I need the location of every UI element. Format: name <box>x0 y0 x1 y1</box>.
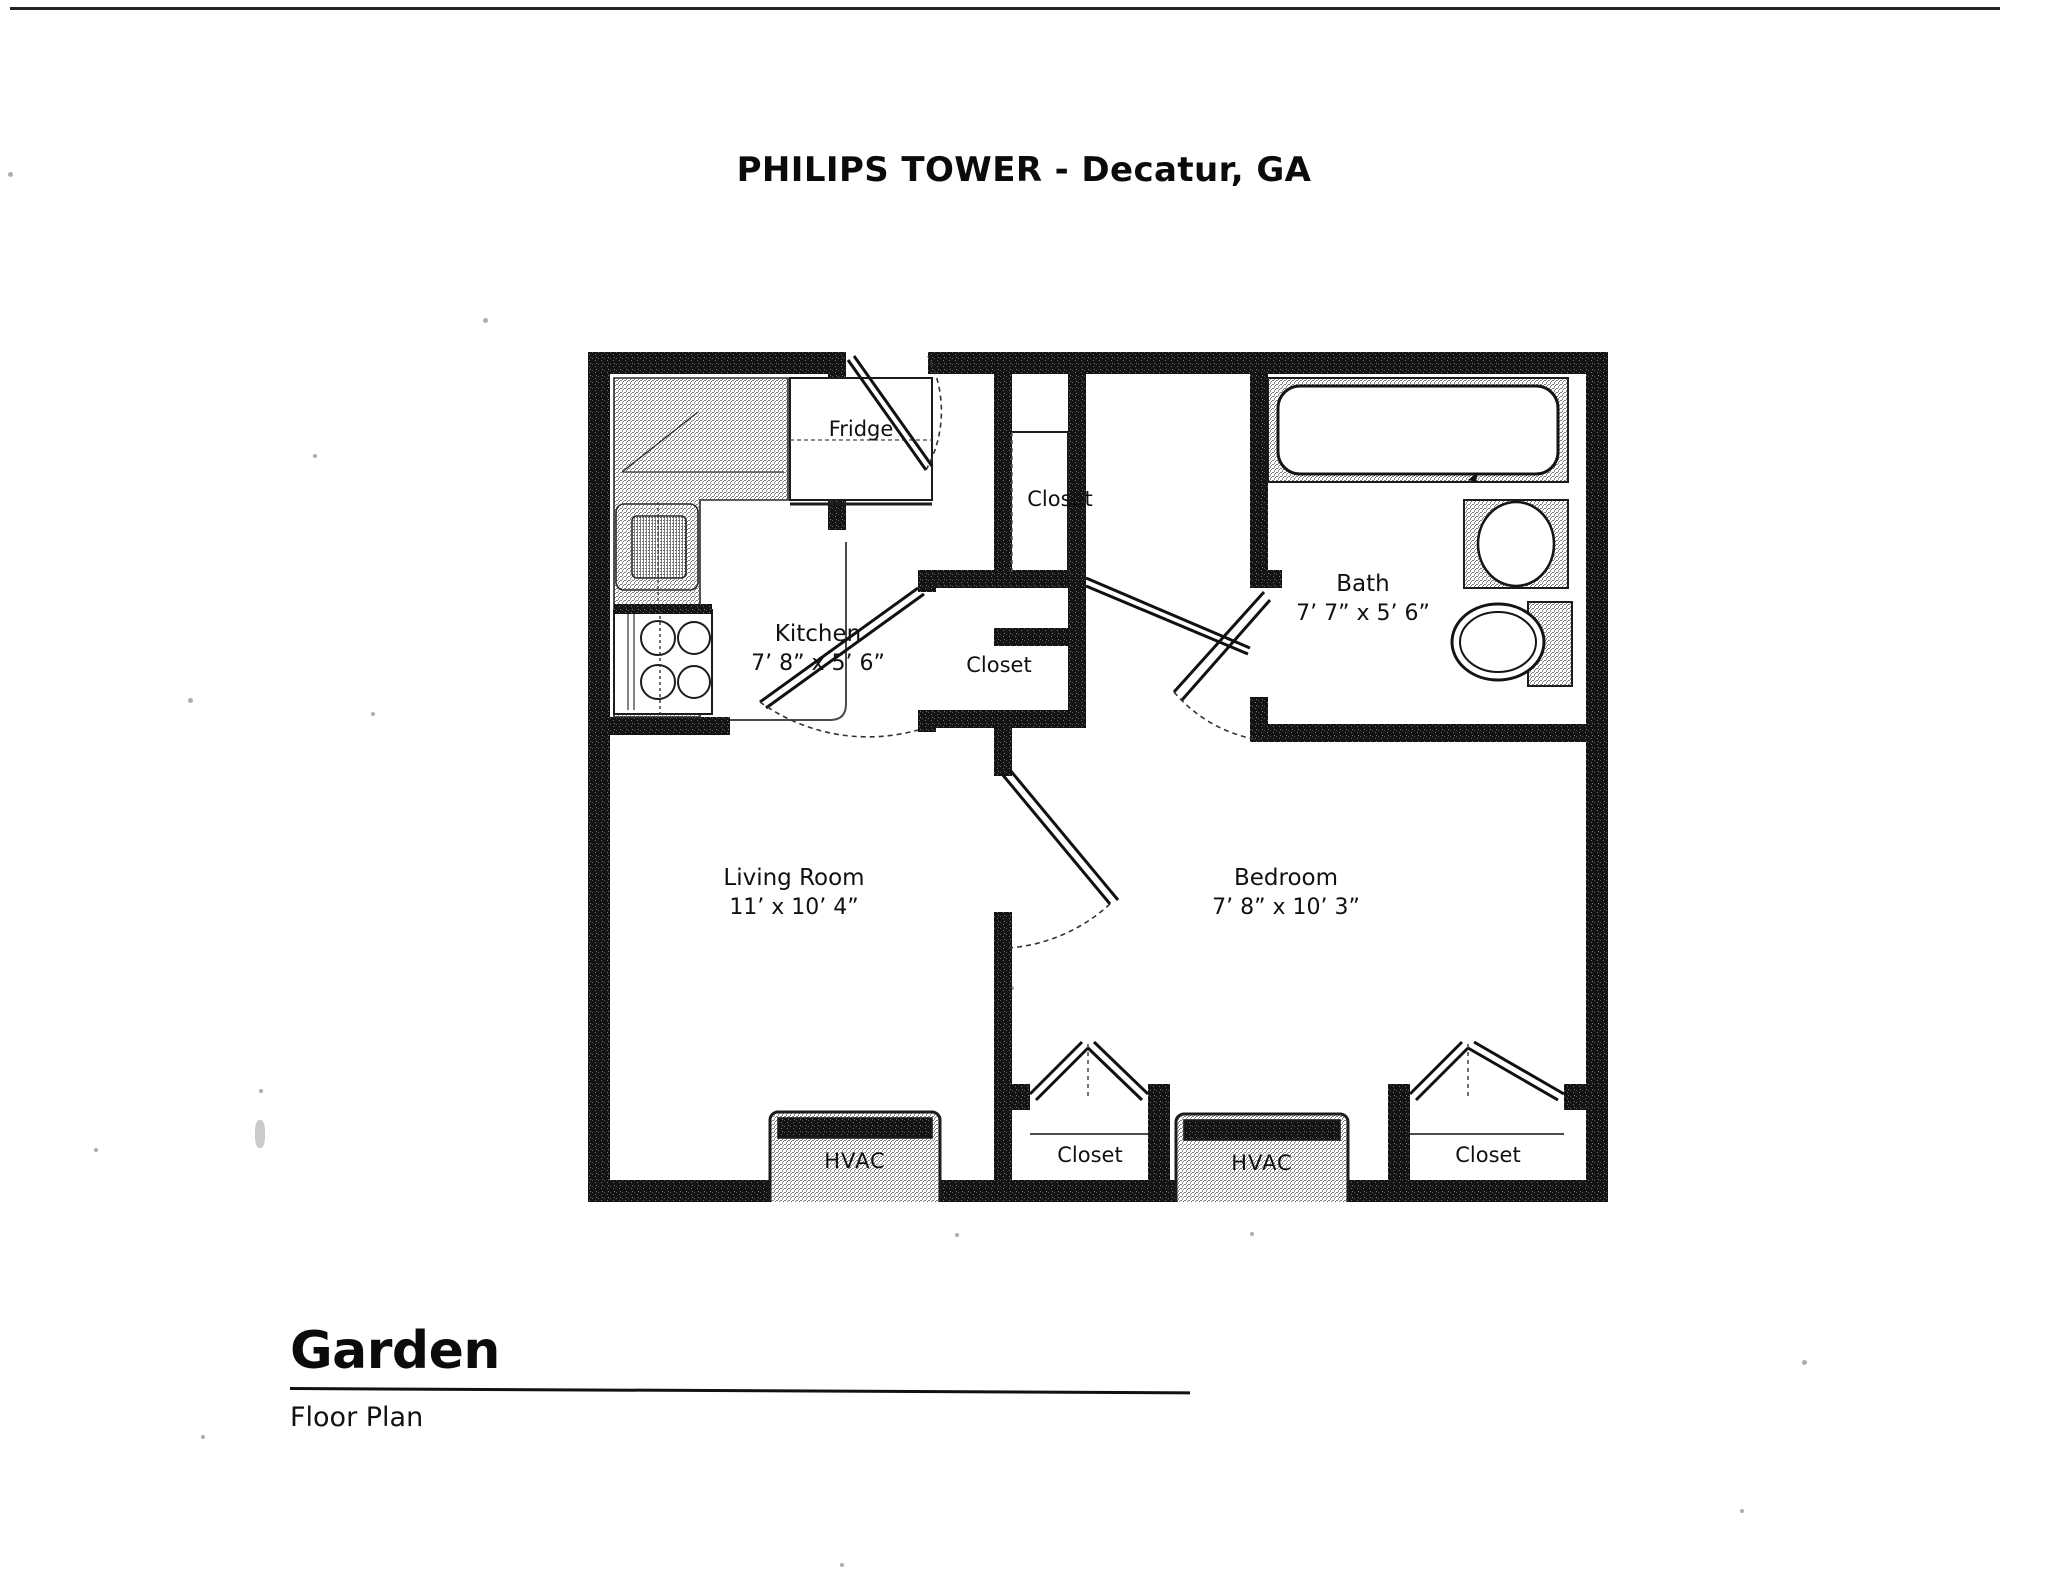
kitchen-label: Kitchen <box>774 621 862 647</box>
closet-hall-upper-label: Closet <box>1027 487 1093 511</box>
bedroom-label: Bedroom <box>1233 865 1339 891</box>
closet-bedroom-right-label: Closet <box>1455 1143 1521 1167</box>
bedroom-door <box>1000 769 1120 949</box>
kitchen-sink-basin <box>631 515 687 579</box>
scan-speck <box>371 712 375 716</box>
hvac-living-room-label: HVAC <box>824 1149 886 1173</box>
bedroom-closet-right-door <box>1408 1040 1565 1102</box>
page-title: PHILIPS TOWER - Decatur, GA <box>736 150 1312 190</box>
scan-speck <box>188 698 193 703</box>
upper-closet-door <box>1085 576 1251 656</box>
bath-fixtures <box>1267 377 1573 687</box>
entry-door <box>846 355 943 471</box>
footer-divider <box>289 1387 1190 1395</box>
floor-plan-drawing: Fridge Kitchen 7’ 8” x 5’ 6” Living Room… <box>588 352 1608 1202</box>
living-room-label: Living Room <box>723 865 865 891</box>
kitchen-dimensions: 7’ 8” x 5’ 6” <box>751 651 885 676</box>
bath-dimensions: 7’ 7” x 5’ 6” <box>1296 601 1430 626</box>
bedroom-dimensions: 7’ 8” x 10’ 3” <box>1212 895 1360 920</box>
hvac-bedroom-unit <box>1174 1112 1350 1202</box>
living-room-dimensions: 11’ x 10’ 4” <box>729 895 859 920</box>
scan-speck <box>1802 1360 1807 1365</box>
scan-speck <box>955 1233 959 1237</box>
hall-closet-door <box>759 586 925 738</box>
bath-label: Bath <box>1336 571 1390 597</box>
scan-speck <box>1250 1232 1254 1236</box>
scan-speck <box>94 1148 98 1152</box>
bath-door <box>1172 590 1272 741</box>
fridge-label: Fridge <box>828 417 894 441</box>
scan-speck <box>313 454 317 458</box>
scan-speck <box>255 1120 265 1148</box>
scan-edge-line <box>10 7 2000 10</box>
scan-speck <box>483 318 488 323</box>
closet-hall-lower-label: Closet <box>966 653 1032 677</box>
bath-sink-basin <box>1476 500 1556 588</box>
hvac-bedroom-label: HVAC <box>1231 1151 1293 1175</box>
plan-type-heading: Garden <box>290 1321 500 1381</box>
bedroom-closet-left-door <box>1028 1040 1150 1102</box>
kitchen-range <box>613 604 713 715</box>
closet-bedroom-left-label: Closet <box>1057 1143 1123 1167</box>
scan-speck <box>1740 1509 1744 1513</box>
scan-speck <box>840 1563 844 1567</box>
bathtub <box>1276 384 1560 476</box>
scan-speck <box>201 1435 205 1439</box>
upper-closet-outline <box>1011 431 1069 574</box>
scan-speck <box>259 1089 263 1093</box>
hvac-living-room-unit <box>768 1110 942 1202</box>
footer-block: Garden Floor Plan <box>289 1321 1190 1433</box>
plan-type-subheading: Floor Plan <box>290 1402 424 1433</box>
fridge-appliance <box>789 377 933 506</box>
